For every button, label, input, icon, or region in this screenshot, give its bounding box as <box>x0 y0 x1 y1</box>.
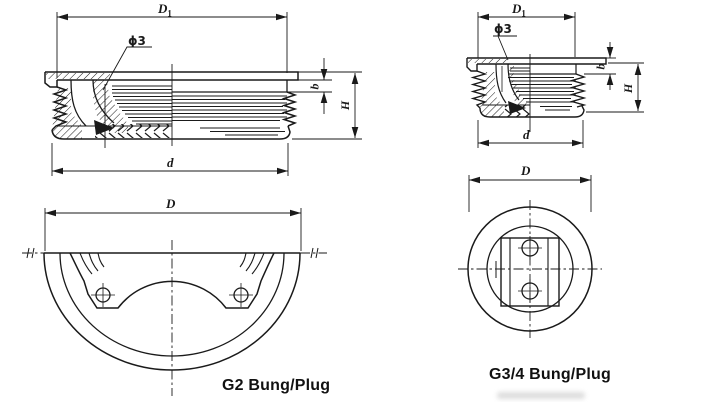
g34-hole-leader <box>493 35 517 61</box>
g2-lug-outline <box>69 252 275 309</box>
g2-hole-cavity-left <box>70 79 87 127</box>
g34-lug-inner-edges <box>509 238 549 306</box>
g2-dim-h-label: H <box>338 100 353 111</box>
g34-dim-h-label: H <box>621 83 636 94</box>
g34-section-arrow <box>508 101 526 114</box>
g2-right-thread-edge <box>281 91 298 127</box>
g34-plan-dim-d-label: D <box>521 163 531 178</box>
g2-thread-lines-left <box>112 85 172 125</box>
g2-section-arrow <box>94 120 114 135</box>
g2-plan-dimensions <box>44 208 302 251</box>
g2-plan-end-ticks <box>26 247 319 259</box>
g2-dim-d1-label: D1 <box>158 1 172 19</box>
g34-hole-crosshairs <box>518 236 542 303</box>
g34-hole-cavity-left <box>495 63 507 104</box>
g2-dim-d-label: d <box>167 155 174 170</box>
g2-bottom-view <box>22 208 327 396</box>
g2-section-view <box>44 12 362 176</box>
g2-hole-cavity-right <box>92 79 115 124</box>
g34-thread-lines-left <box>508 67 530 103</box>
g34-plan-dimensions <box>468 175 592 212</box>
g34-dim-b-label: b <box>593 63 608 70</box>
g2-hole-crosshairs <box>91 283 253 307</box>
g34-bottom-band <box>479 105 585 118</box>
g2-outer-rim-arc <box>43 252 301 371</box>
g2-plan-dim-d-label: D <box>166 196 176 211</box>
g34-dim-d-label: d <box>523 127 530 142</box>
g34-hatch-regions <box>468 59 528 117</box>
g2-left-thread-edge <box>51 86 69 131</box>
g2-flange-lip <box>44 72 58 88</box>
g34-hole-cavity-right <box>507 63 520 101</box>
g2-thread-lines-right <box>172 95 287 136</box>
g34-left-thread-edge <box>470 70 488 109</box>
g2-hole-dia-label: ϕ3 <box>128 34 146 48</box>
g34-right-thread-edge <box>569 73 587 108</box>
g34-dimensions <box>477 12 644 148</box>
g34-section-view <box>466 12 644 148</box>
g2-flange <box>45 71 299 81</box>
g2-hole-leader <box>102 46 152 91</box>
g2-dim-b-label: b <box>307 83 322 90</box>
g34-flange <box>467 57 607 65</box>
g34-bottom-view <box>458 175 602 338</box>
g34-dim-d1-label: D1 <box>512 1 526 19</box>
g34-caption: G3/4 Bung/Plug <box>489 366 611 383</box>
g2-inner-rim-arc <box>59 252 285 357</box>
g34-flange-lip <box>466 58 478 72</box>
g2-dimensions <box>51 12 362 176</box>
g34-thread-lines-right <box>530 77 576 111</box>
g2-bottom-band <box>51 125 291 140</box>
g2-caption: G2 Bung/Plug <box>222 377 331 394</box>
g34-hole-dia-label: ϕ3 <box>494 22 512 36</box>
scan-artifact <box>497 392 585 399</box>
g2-lug-web-curves <box>79 252 265 275</box>
g2-knurl-band <box>95 124 172 138</box>
